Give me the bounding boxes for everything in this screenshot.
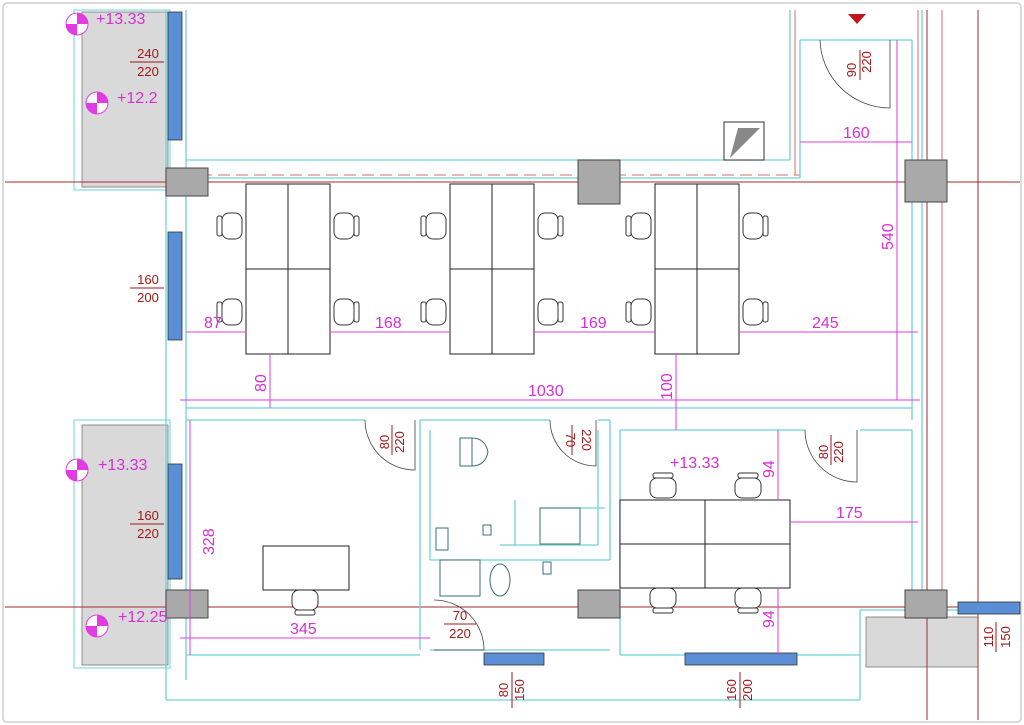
svg-text:160: 160 (137, 508, 159, 523)
dimension-label: 94 (761, 610, 778, 628)
svg-text:70: 70 (453, 608, 467, 623)
chairs (216, 212, 769, 616)
svg-text:70: 70 (563, 433, 578, 447)
svg-text:150: 150 (512, 679, 527, 701)
structural-columns (165, 159, 948, 619)
dimension-label: 100 (659, 373, 676, 400)
level-label: +12.25 (118, 609, 167, 626)
opening-entrance: 90 220 (844, 50, 874, 80)
svg-text:80: 80 (496, 683, 511, 697)
svg-text:200: 200 (137, 290, 159, 305)
entrance-arrow-icon (848, 14, 866, 24)
svg-text:220: 220 (449, 626, 471, 641)
svg-text:200: 200 (740, 679, 755, 701)
desk-cluster-1 (245, 183, 331, 355)
balcony-bottom-right (865, 616, 979, 668)
dimension-label: 540 (880, 223, 897, 250)
opening-window-bottom-small: 80 150 (496, 672, 527, 708)
dimension-label: 328 (201, 528, 218, 555)
dimension-lines (180, 40, 920, 655)
level-marker-bottom: +12.25 (85, 609, 167, 638)
level-marker-mid: +13.33 (65, 457, 147, 482)
level-marker-top-a: +13.33 (65, 11, 145, 36)
dimension-label: 175 (836, 505, 863, 522)
opening-window-low-left: 160 220 (130, 508, 164, 541)
level-label: +13.33 (96, 11, 145, 28)
opening-window-top-left: 240 220 (130, 46, 164, 79)
svg-text:90: 90 (844, 63, 859, 77)
svg-text:240: 240 (137, 46, 159, 61)
vent-shaft (723, 121, 765, 161)
opening-window-bottom-big: 160 200 (724, 672, 755, 708)
svg-text:80: 80 (816, 445, 831, 459)
opening-window-right: 110 150 (981, 622, 1013, 652)
svg-text:110: 110 (981, 627, 996, 648)
dimension-label: 87 (204, 315, 222, 332)
svg-text:220: 220 (831, 441, 846, 463)
level-label-meeting-room: +13.33 (670, 455, 719, 472)
dimension-label: 169 (580, 315, 607, 332)
walls (165, 10, 960, 701)
level-label: +13.33 (98, 457, 147, 474)
svg-text:220: 220 (579, 429, 594, 451)
opening-door-bath: 70 220 (444, 608, 476, 641)
svg-text:220: 220 (137, 64, 159, 79)
opening-door-wc: 70 220 (563, 425, 594, 455)
windows (167, 11, 1021, 666)
svg-text:160: 160 (724, 679, 739, 701)
level-label: +12.2 (117, 90, 158, 107)
opening-door-office: 80 220 (377, 425, 407, 455)
opening-window-mid-left: 160 200 (130, 272, 164, 305)
svg-text:160: 160 (137, 272, 159, 287)
svg-text:80: 80 (377, 435, 392, 449)
desk-cluster-3 (654, 183, 740, 355)
opening-door-meeting: 80 220 (816, 435, 846, 465)
dimension-label: 245 (812, 315, 839, 332)
svg-text:150: 150 (998, 626, 1013, 648)
svg-text:220: 220 (392, 431, 407, 453)
dimension-label: 168 (375, 315, 402, 332)
desk-cluster-2 (449, 183, 535, 355)
dimension-label: 160 (843, 125, 870, 142)
balcony-bottom-left (73, 419, 171, 669)
sanitary-fixtures (435, 437, 581, 597)
manager-desk (262, 545, 350, 591)
dimension-label: 1030 (528, 383, 564, 400)
svg-text:220: 220 (137, 526, 159, 541)
meeting-table (619, 499, 791, 589)
dimension-label: 80 (253, 374, 270, 392)
dimension-label: 345 (290, 621, 317, 638)
level-marker-top-b: +12.2 (85, 90, 158, 115)
door-swings (364, 39, 891, 651)
svg-text:220: 220 (859, 51, 874, 73)
dimension-label: 94 (761, 460, 778, 478)
